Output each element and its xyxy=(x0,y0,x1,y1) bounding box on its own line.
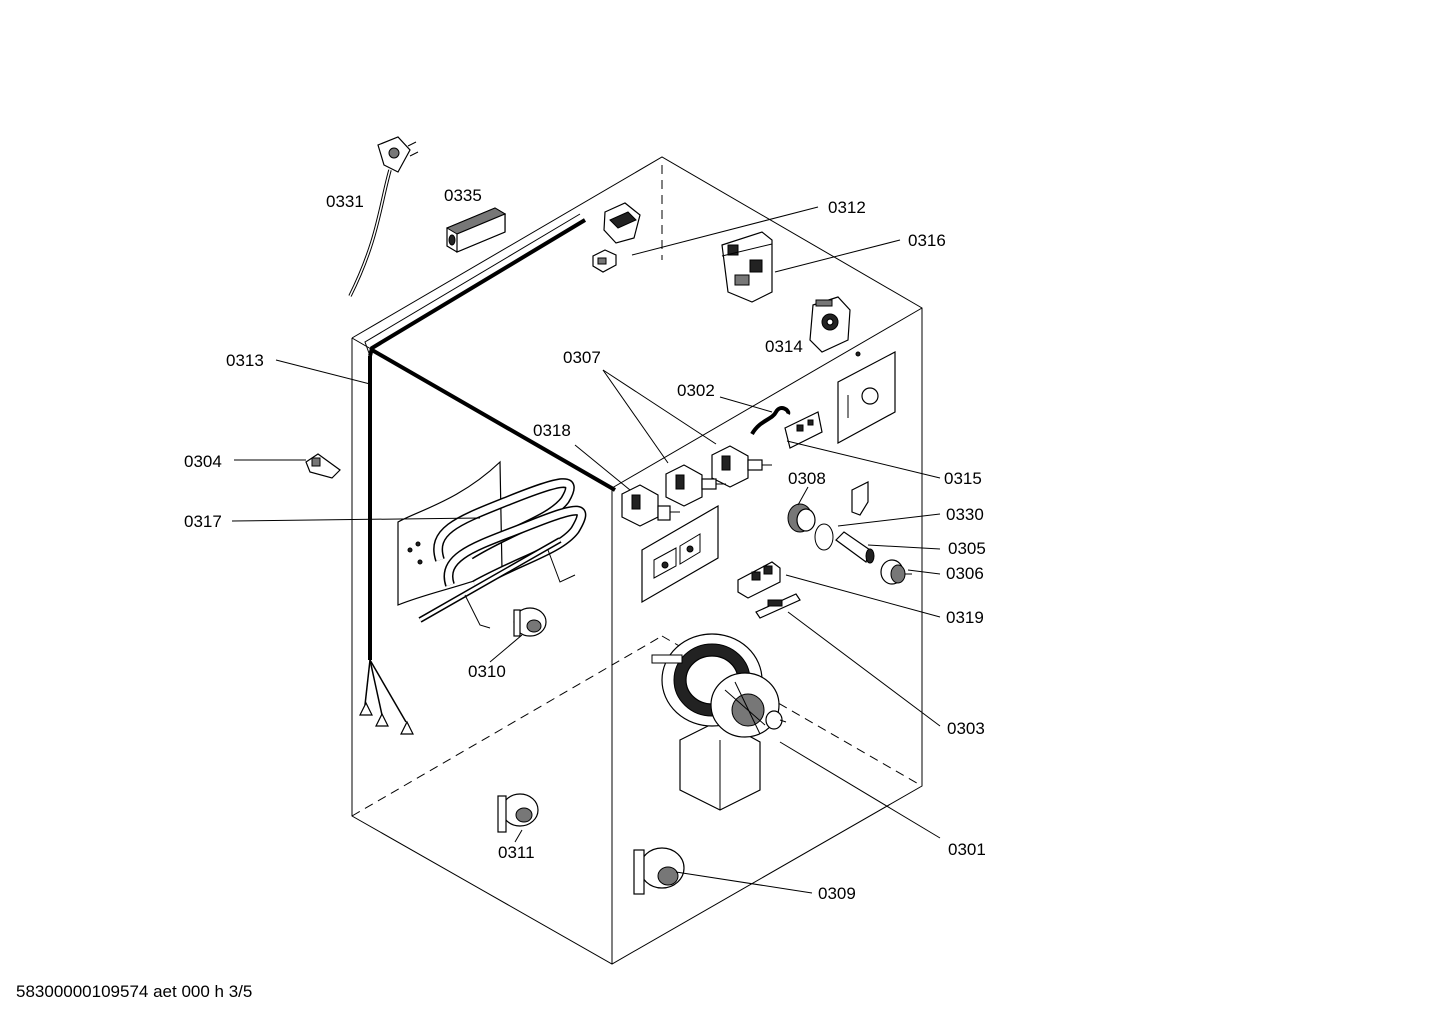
thermostat-0310 xyxy=(513,607,547,637)
label-0307: 0307 xyxy=(563,348,601,367)
label-0302: 0302 xyxy=(677,381,715,400)
label-0331: 0331 xyxy=(326,192,364,211)
label-0308: 0308 xyxy=(788,469,826,488)
label-0306: 0306 xyxy=(946,564,984,583)
bracket-clip xyxy=(851,481,869,516)
control-module xyxy=(721,231,773,303)
label-0304: 0304 xyxy=(184,452,222,471)
leader-lines xyxy=(231,206,941,894)
thermostat-0309 xyxy=(633,847,685,895)
door-lock-part xyxy=(592,202,641,273)
label-0335: 0335 xyxy=(444,186,482,205)
suppressor-wire xyxy=(750,406,791,436)
drawing-footer: 58300000109574 aet 000 h 3/5 xyxy=(16,982,252,1001)
thermostat-0311 xyxy=(497,793,539,833)
push-switches xyxy=(621,445,772,527)
label-0312: 0312 xyxy=(828,198,866,217)
indicator-lamp xyxy=(787,503,834,551)
mounting-plate xyxy=(837,351,896,445)
label-0301: 0301 xyxy=(948,840,986,859)
part-labels: 0331 0335 0312 0316 0314 0313 0307 0302 … xyxy=(184,186,986,903)
label-0319: 0319 xyxy=(946,608,984,627)
connector-block xyxy=(737,561,781,599)
level-sensor xyxy=(880,559,912,585)
programme-selector xyxy=(809,296,851,353)
mains-cable-plug xyxy=(348,136,419,297)
label-0317: 0317 xyxy=(184,512,222,531)
heater-element xyxy=(397,460,587,629)
label-0330: 0330 xyxy=(946,505,984,524)
sensor-0304 xyxy=(305,453,341,479)
switch-2 xyxy=(665,464,726,507)
wiring-harness xyxy=(359,213,616,735)
label-0311: 0311 xyxy=(498,843,535,862)
switch-3 xyxy=(621,484,680,527)
label-0303: 0303 xyxy=(947,719,985,738)
label-0313: 0313 xyxy=(226,351,264,370)
label-0309: 0309 xyxy=(818,884,856,903)
label-0316: 0316 xyxy=(908,231,946,250)
drive-motor xyxy=(651,633,787,811)
interference-filter xyxy=(445,207,507,253)
switch-1 xyxy=(711,445,772,488)
suppressor-clip xyxy=(755,593,801,619)
switch-plate xyxy=(641,504,719,604)
label-0310: 0310 xyxy=(468,662,506,681)
label-0314: 0314 xyxy=(765,337,803,356)
label-0315: 0315 xyxy=(944,469,982,488)
pcb-board xyxy=(784,411,823,449)
label-0318: 0318 xyxy=(533,421,571,440)
ntc-sensor xyxy=(835,531,875,564)
label-0305: 0305 xyxy=(948,539,986,558)
